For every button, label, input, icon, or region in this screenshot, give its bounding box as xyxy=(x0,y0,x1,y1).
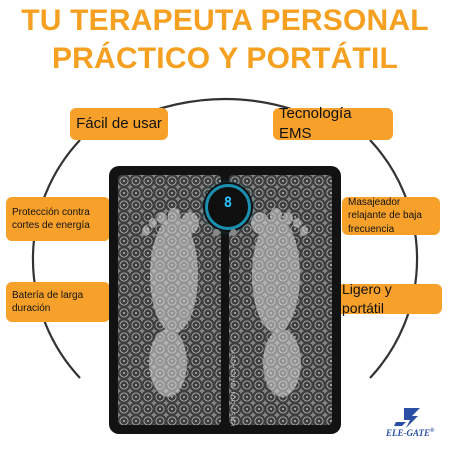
headline-line-2: PRÁCTICO Y PORTÁTIL xyxy=(51,42,399,75)
feature-power-protection: Protección contra cortes de energía xyxy=(6,197,110,241)
headline-line-1: TU TERAPEUTA PERSONAL xyxy=(21,4,429,37)
minus-button[interactable] xyxy=(213,229,220,236)
right-foot-icon xyxy=(251,208,308,397)
feature-lightweight: Ligero y portátil xyxy=(336,281,442,316)
feature-ems-technology-label: Tecnología EMS xyxy=(279,104,352,142)
feature-long-battery-label: Batería de larga duración xyxy=(12,289,84,315)
feature-power-protection-label: Protección contra cortes de energía xyxy=(12,206,90,232)
feature-easy-to-use: Fácil de usar xyxy=(70,108,168,140)
mat-product-label: EMS FOOT MASSAGER xyxy=(231,348,237,426)
feature-low-frequency: Masajeador relajante de baja frecuencia xyxy=(342,197,440,235)
brand-logo-text: ELE-GATE® xyxy=(386,428,435,438)
feature-easy-to-use-label: Fácil de usar xyxy=(76,114,162,132)
display-digit: 8 xyxy=(223,195,233,211)
registered-mark: ® xyxy=(430,428,435,434)
feature-lightweight-label: Ligero y portátil xyxy=(342,281,392,316)
foot-massager-mat: 8 EMS FOOT MASSAGER xyxy=(109,166,341,434)
plus-button[interactable] xyxy=(230,229,237,236)
control-display[interactable]: 8 xyxy=(205,184,251,230)
feature-ems-technology: Tecnología EMS xyxy=(273,105,393,142)
brand-logo-icon xyxy=(394,408,420,428)
left-foot-icon xyxy=(142,208,199,397)
brand-name: ELE-GATE xyxy=(386,428,431,438)
feature-low-frequency-label: Masajeador relajante de baja frecuencia xyxy=(348,196,422,235)
feature-long-battery: Batería de larga duración xyxy=(6,282,110,322)
mat-left-panel xyxy=(118,175,221,425)
